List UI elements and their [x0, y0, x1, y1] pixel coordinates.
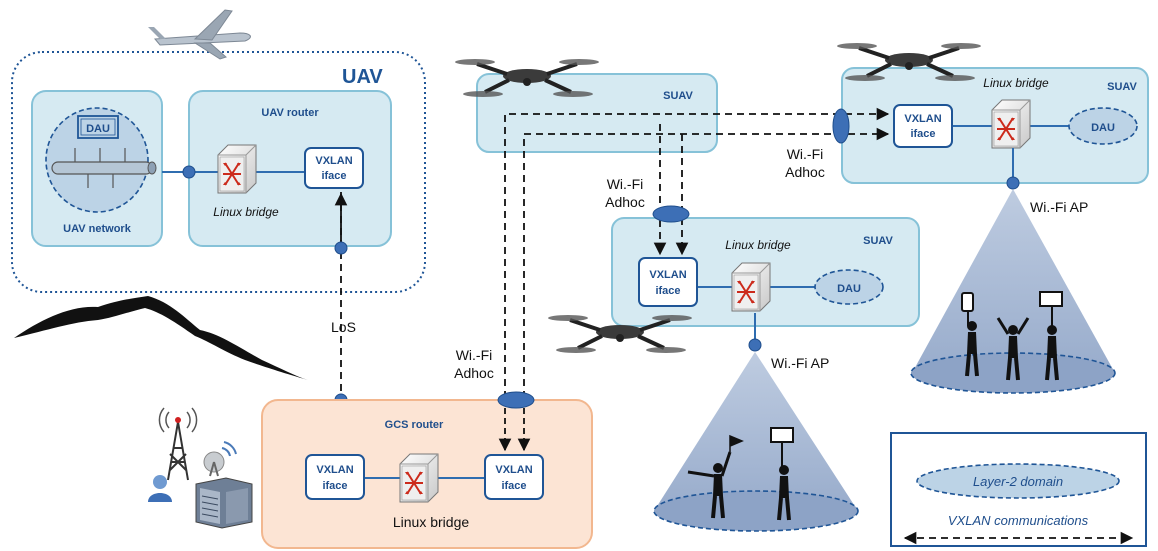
flag-icon — [729, 434, 744, 452]
gcs-vxlan2-l2: iface — [501, 480, 526, 492]
suav-right-dau-label: DAU — [1091, 122, 1115, 134]
suav-right-vxlan-l1: VXLAN — [904, 113, 941, 125]
gcs-domain: GCS router VXLAN iface VXLAN iface Linux… — [261, 399, 593, 549]
uav-domain: UAV DAU UAV network UAV router — [11, 9, 426, 293]
adhoc-antenna-gcs — [497, 391, 535, 409]
phone-icon — [961, 292, 974, 312]
suav-mid-title: SUAV — [863, 235, 893, 247]
lan-bus-icon — [51, 148, 157, 188]
wifi-adhoc-links — [498, 107, 890, 452]
adhoc-mid-l1: Wi.-Fi — [607, 176, 644, 192]
suav-right: SUAV Linux bridge VXLAN iface DAU Wi.-Fi… — [835, 41, 1149, 215]
user-icon — [148, 475, 172, 502]
adhoc-right-l1: Wi.-Fi — [787, 146, 824, 162]
suav-right-bridge-label: Linux bridge — [983, 76, 1049, 90]
suav-right-wifi-ap: Wi.-Fi AP — [1030, 199, 1088, 215]
adhoc-antenna-right — [832, 108, 850, 144]
legend-layer2: Layer-2 domain — [973, 474, 1063, 489]
uav-network-label: UAV network — [63, 223, 132, 235]
adhoc-antenna-mid — [652, 205, 690, 223]
uav-title: UAV — [342, 66, 383, 88]
suav-right-vxlan-l2: iface — [910, 128, 935, 140]
uav-vxlan-l1: VXLAN — [315, 155, 352, 167]
adhoc-mid-l2: Adhoc — [605, 194, 645, 210]
uav-vxlan-l2: iface — [321, 170, 346, 182]
gcs-vxlan2-l1: VXLAN — [495, 464, 532, 476]
suav-mid-wifi-ap: Wi.-Fi AP — [771, 355, 829, 371]
airplane-icon — [148, 9, 251, 60]
antenna-tower-icon — [158, 407, 198, 481]
suav-top-title: SUAV — [663, 90, 693, 102]
suav-mid-bridge-label: Linux bridge — [725, 238, 791, 252]
mountain-icon — [14, 296, 308, 380]
coverage-cone-mid — [653, 352, 859, 532]
laptop-icon — [1039, 291, 1063, 307]
satellite-dish-icon — [203, 441, 237, 477]
router-switch-icon — [991, 99, 1031, 149]
adhoc-gcs-l2: Adhoc — [454, 365, 494, 381]
suav-mid-vxlan-l2: iface — [655, 285, 680, 297]
suav-mid: SUAV Linux bridge VXLAN iface DAU Wi.-Fi… — [546, 217, 920, 371]
router-switch-icon — [731, 262, 771, 312]
server-rack-icon — [195, 477, 253, 529]
adhoc-gcs-l1: Wi.-Fi — [456, 347, 493, 363]
gcs-bridge-label: Linux bridge — [393, 514, 469, 530]
suav-mid-vxlan-l1: VXLAN — [649, 269, 686, 281]
uav-router-title: UAV router — [261, 107, 319, 119]
legend: Layer-2 domain VXLAN communications — [890, 432, 1147, 547]
router-switch-icon — [399, 453, 439, 503]
coverage-cone-right — [910, 189, 1116, 394]
laptop-icon — [770, 427, 794, 443]
suav-mid-dau-label: DAU — [837, 283, 861, 295]
gcs-vxlan1-l1: VXLAN — [316, 464, 353, 476]
uav-bridge-label: Linux bridge — [213, 205, 279, 219]
uav-dau-label: DAU — [86, 123, 110, 135]
suav-top: SUAV — [453, 57, 718, 153]
router-switch-icon — [217, 144, 257, 194]
legend-vxlan: VXLAN communications — [948, 513, 1089, 528]
suav-right-title: SUAV — [1107, 81, 1137, 93]
adhoc-right-l2: Adhoc — [785, 164, 825, 180]
gcs-title: GCS router — [385, 419, 444, 431]
los-label: LoS — [331, 319, 356, 335]
gcs-vxlan1-l2: iface — [322, 480, 347, 492]
